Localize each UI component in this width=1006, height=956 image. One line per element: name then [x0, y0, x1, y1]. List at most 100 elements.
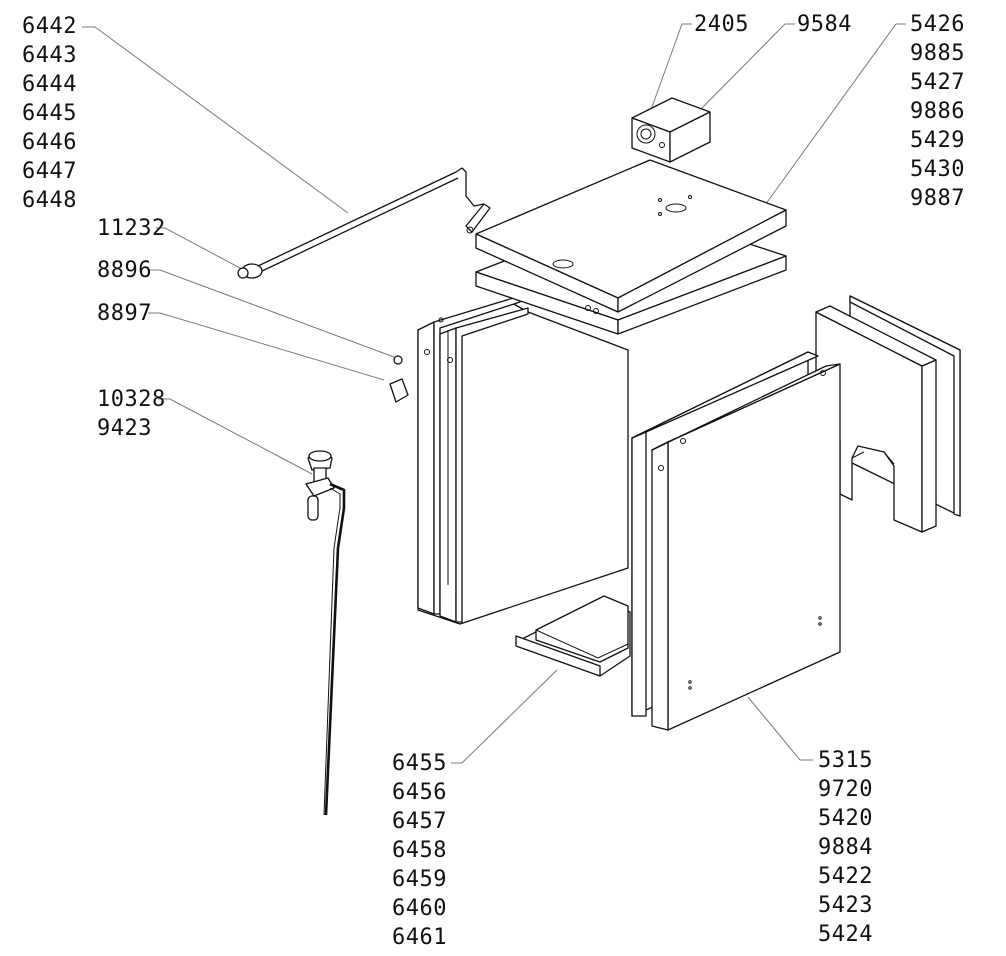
right-panel-pin-4 — [688, 686, 692, 690]
callout-drip-tray-line: 6456 — [392, 780, 447, 805]
rod-crank-link — [465, 203, 491, 233]
upper-top-panel-side — [617, 209, 787, 313]
callout-side-panels-line: 5422 — [818, 864, 873, 889]
rod-crank-pin — [466, 226, 474, 234]
callout-top-panels: 5426 9885 5427 9886 5429 5430 9887 — [910, 12, 965, 211]
top-panel-hole-large — [552, 259, 574, 269]
callout-plate: 8897 — [97, 301, 152, 326]
leader-drip-tray — [451, 669, 558, 764]
callout-top-panels-line: 5429 — [910, 128, 965, 153]
callout-drip-tray-line: 6461 — [392, 925, 447, 950]
callout-top-panels-line: 9887 — [910, 186, 965, 211]
back-panel-slot-edge-2 — [883, 451, 895, 465]
rod-knob-cap — [237, 267, 249, 279]
back-panel-rear-edge — [849, 295, 961, 517]
drip-tray — [515, 595, 631, 677]
callout-rod-assembly-line: 6445 — [22, 101, 77, 126]
left-panel-hole-3 — [447, 357, 453, 363]
callout-top-panels-line: 5427 — [910, 70, 965, 95]
callout-control-box: 9584 — [797, 12, 852, 37]
drip-tray-rim — [535, 629, 629, 659]
callout-rod-assembly-line: 6444 — [22, 72, 77, 97]
plate — [389, 378, 409, 403]
callout-plate-line: 8897 — [97, 301, 152, 326]
back-panel-top-edge — [815, 305, 937, 367]
callout-valve-line: 10328 — [97, 387, 166, 412]
left-panel-outer-edge — [417, 321, 435, 615]
right-panel-hole-2 — [658, 465, 664, 471]
valve-assembly — [305, 450, 346, 816]
callout-top-panels-line: 9885 — [910, 41, 965, 66]
drip-tray-lip — [515, 635, 601, 677]
top-panel-assembly — [475, 159, 787, 335]
right-panel-pin-1 — [818, 616, 822, 620]
rod-crank — [455, 167, 485, 207]
callout-top-panels-line: 9886 — [910, 99, 965, 124]
valve-pipe-inner — [323, 487, 341, 816]
callout-control-box-front-line: 2405 — [694, 12, 749, 37]
rod-shaft-upper — [257, 171, 457, 267]
leader-control-box — [699, 23, 795, 111]
callout-drip-tray: 6455 6456 6457 6458 6459 6460 6461 — [392, 751, 447, 950]
leader-side-panels — [747, 696, 813, 761]
leader-control-knob — [647, 23, 692, 119]
callout-side-panels-line: 9884 — [818, 835, 873, 860]
callout-top-panels-line: 5426 — [910, 12, 965, 37]
valve-handle-top — [308, 450, 332, 462]
leader-rod — [82, 26, 349, 214]
callout-control-box-line: 9584 — [797, 12, 852, 37]
right-panel-front-top — [651, 363, 841, 451]
left-panel-hole-2 — [424, 349, 430, 355]
right-front-panel-assembly — [631, 351, 841, 731]
rod-assembly — [237, 167, 491, 279]
leader-top-panels — [764, 23, 906, 206]
right-panel-back-top — [631, 351, 819, 439]
right-panel-pin-3 — [688, 680, 692, 684]
callout-side-panels-line: 5423 — [818, 893, 873, 918]
callout-side-panels-line: 9720 — [818, 777, 873, 802]
valve-body — [305, 477, 335, 497]
callout-knob-line: 11232 — [97, 216, 166, 241]
callout-drip-tray-line: 6458 — [392, 838, 447, 863]
callout-valve: 10328 9423 — [97, 387, 166, 441]
right-panel-front-edge — [651, 441, 669, 731]
callout-knob: 11232 — [97, 216, 166, 241]
callout-nut: 8896 — [97, 258, 151, 283]
left-panel-inner-face — [455, 307, 529, 623]
control-box-side — [669, 111, 711, 163]
top-panel-hole-small-1 — [658, 198, 662, 202]
leader-knob — [156, 227, 241, 269]
callout-drip-tray-line: 6460 — [392, 896, 447, 921]
rod-shaft-lower — [259, 177, 459, 273]
callout-drip-tray-line: 6459 — [392, 867, 447, 892]
left-panel-assembly — [417, 295, 629, 625]
top-panel-hole-center — [665, 203, 687, 213]
drip-tray-inner — [535, 595, 629, 663]
callout-rod-assembly: 6442 6443 6444 6445 6446 6447 6448 — [22, 14, 77, 213]
callout-rod-assembly-line: 6443 — [22, 43, 77, 68]
top-panel-front-hole-1 — [585, 305, 591, 311]
leader-lines — [82, 23, 906, 764]
callout-rod-assembly-line: 6446 — [22, 130, 77, 155]
leader-valve — [158, 398, 313, 475]
callout-valve-line: 9423 — [97, 416, 152, 441]
top-panel-hole-small-3 — [658, 212, 662, 216]
callout-side-panels-line: 5424 — [818, 922, 873, 947]
top-panel-hole-small-2 — [688, 195, 692, 199]
control-dial-inner — [640, 128, 652, 140]
left-panel-hole-1 — [438, 317, 444, 323]
callout-side-panels-line: 5420 — [818, 806, 873, 831]
leader-nut — [148, 269, 395, 358]
control-light — [659, 142, 665, 148]
top-panel-front-hole-2 — [593, 308, 599, 314]
right-panel-pin-2 — [818, 622, 822, 626]
leader-plate — [148, 312, 385, 381]
small-parts — [389, 355, 409, 403]
callout-side-panels: 5315 9720 5420 9884 5422 5423 5424 — [818, 748, 873, 947]
back-panel-slot-edge — [851, 451, 865, 459]
control-box — [631, 97, 711, 163]
right-back-panel-assembly — [815, 295, 961, 533]
valve-outlet — [307, 495, 319, 521]
callout-rod-assembly-line: 6442 — [22, 14, 77, 39]
